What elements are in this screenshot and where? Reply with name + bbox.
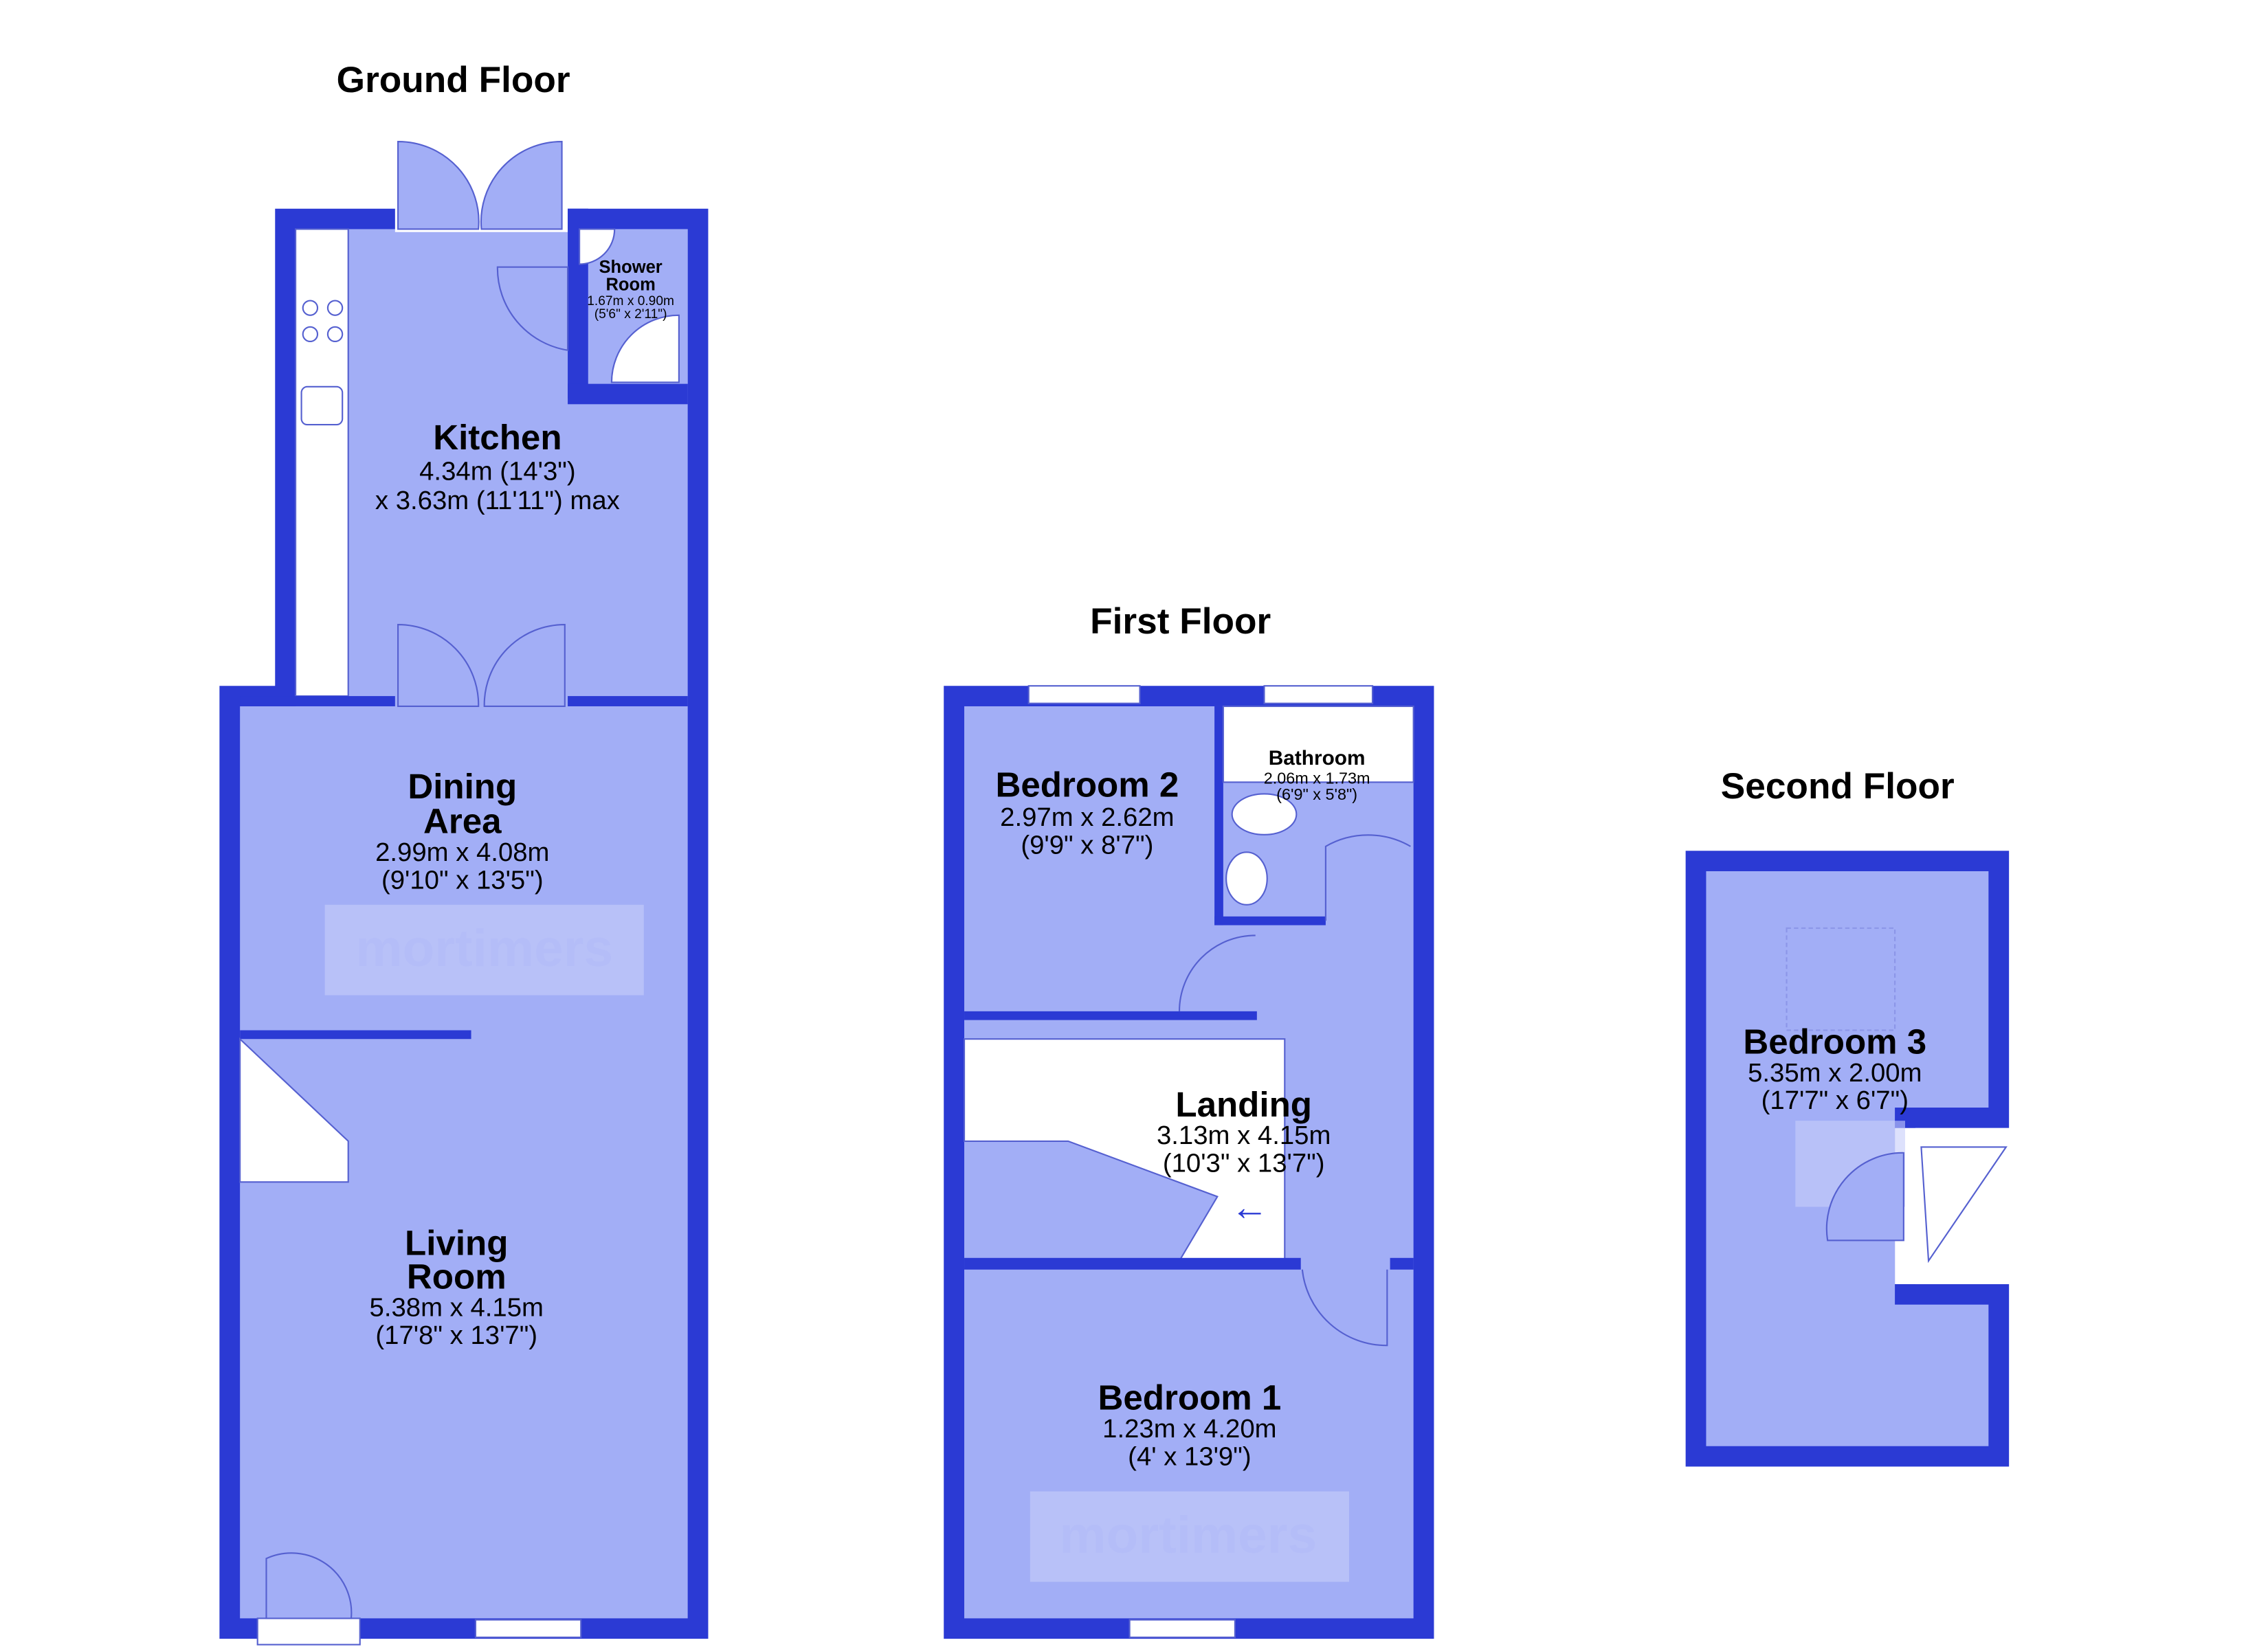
bathroom-basin-icon — [1225, 851, 1268, 906]
window — [1263, 685, 1374, 704]
svg-text:(9'9" x 8'7"): (9'9" x 8'7") — [1021, 831, 1153, 860]
ground-stairs — [239, 1037, 349, 1183]
bedroom3-door[interactable] — [1825, 1152, 1904, 1242]
front-door[interactable] — [265, 1552, 353, 1619]
bathroom-dims: 2.06m x 1.73m — [1264, 770, 1370, 787]
bedroom2-dims: 2.97m x 2.62m — [1000, 803, 1174, 832]
bedroom3-name: Bedroom 3 — [1743, 1022, 1926, 1062]
svg-text:(9'10" x 13'5"): (9'10" x 13'5") — [381, 865, 544, 895]
kitchen-name: Kitchen — [433, 418, 562, 457]
second-floor: Second Floor Bedroom 3 5.35m x 2.00m (17… — [1685, 766, 2010, 1467]
shower-room-name: Shower — [599, 258, 663, 277]
svg-text:(10'3" x 13'7"): (10'3" x 13'7") — [1163, 1149, 1325, 1178]
svg-text:(5'6" x 2'11"): (5'6" x 2'11") — [594, 307, 667, 322]
watermark: mortimers — [1059, 1506, 1317, 1564]
shower-room-dims: 1.67m x 0.90m — [587, 294, 674, 309]
ground-floor: Ground Floor Shower Room 1.67m x 0.90m (… — [219, 60, 709, 1646]
svg-text:Room: Room — [407, 1257, 507, 1296]
dining-area-dims: 2.99m x 4.08m — [375, 838, 549, 867]
bath — [1222, 705, 1414, 783]
bedroom1-name: Bedroom 1 — [1098, 1378, 1282, 1417]
svg-text:Area: Area — [423, 802, 502, 841]
shower-tray — [610, 314, 680, 383]
bedroom1-door[interactable] — [1301, 1269, 1388, 1347]
first-stairs — [963, 1038, 1286, 1262]
kitchen-worktop — [295, 228, 349, 697]
ground-floor-title: Ground Floor — [337, 60, 570, 100]
svg-text:(17'7" x 6'7"): (17'7" x 6'7") — [1761, 1086, 1909, 1115]
shower-room-wall — [568, 383, 688, 405]
landing-name: Landing — [1175, 1085, 1312, 1124]
dining-area-name: Dining — [408, 767, 517, 806]
shower-room-door[interactable] — [496, 266, 569, 351]
kitchen-dining-doors[interactable] — [397, 623, 566, 708]
svg-text:(6'9" x 5'8"): (6'9" x 5'8") — [1276, 785, 1357, 803]
hob-icon — [326, 326, 344, 343]
bedroom2-door[interactable] — [1178, 934, 1256, 1011]
window — [1129, 1619, 1236, 1639]
chimney-breast-wall — [240, 1030, 471, 1040]
svg-text:(4' x 13'9"): (4' x 13'9") — [1128, 1442, 1251, 1471]
bedroom3-dims: 5.35m x 2.00m — [1748, 1058, 1922, 1088]
first-floor-title: First Floor — [1090, 601, 1271, 642]
svg-text:(17'8" x 13'7"): (17'8" x 13'7") — [375, 1321, 537, 1350]
toilet-icon — [1231, 793, 1298, 835]
living-room-dims: 5.38m x 4.15m — [370, 1293, 544, 1323]
bathroom-door[interactable] — [1324, 834, 1411, 921]
window — [474, 1619, 582, 1639]
svg-text:x 3.63m (11'11") max: x 3.63m (11'11") max — [375, 486, 620, 515]
second-stairs — [1920, 1146, 2008, 1264]
sink-icon — [300, 385, 344, 426]
living-room-name: Living — [405, 1224, 508, 1263]
bedroom1-dims: 1.23m x 4.20m — [1102, 1414, 1276, 1444]
arrow-left-icon: ← — [1231, 1186, 1269, 1229]
svg-text:Room: Room — [605, 276, 655, 295]
kitchen-dims: 4.34m (14'3") — [419, 457, 575, 486]
skylight — [1786, 927, 1896, 1031]
first-floor: First Floor Bathroom 2.06m x 1.73m (6'9"… — [944, 601, 1434, 1639]
landing-dims: 3.13m x 4.15m — [1157, 1121, 1331, 1150]
watermark-box — [1030, 1491, 1349, 1582]
second-floor-title: Second Floor — [1721, 766, 1955, 807]
watermark-box — [324, 904, 644, 996]
window — [1027, 685, 1141, 704]
basin-icon — [579, 228, 616, 265]
french-doors[interactable] — [397, 140, 563, 230]
watermark: mortimers — [355, 919, 613, 978]
bedroom2-name: Bedroom 2 — [995, 765, 1179, 805]
bathroom-name: Bathroom — [1269, 747, 1366, 770]
